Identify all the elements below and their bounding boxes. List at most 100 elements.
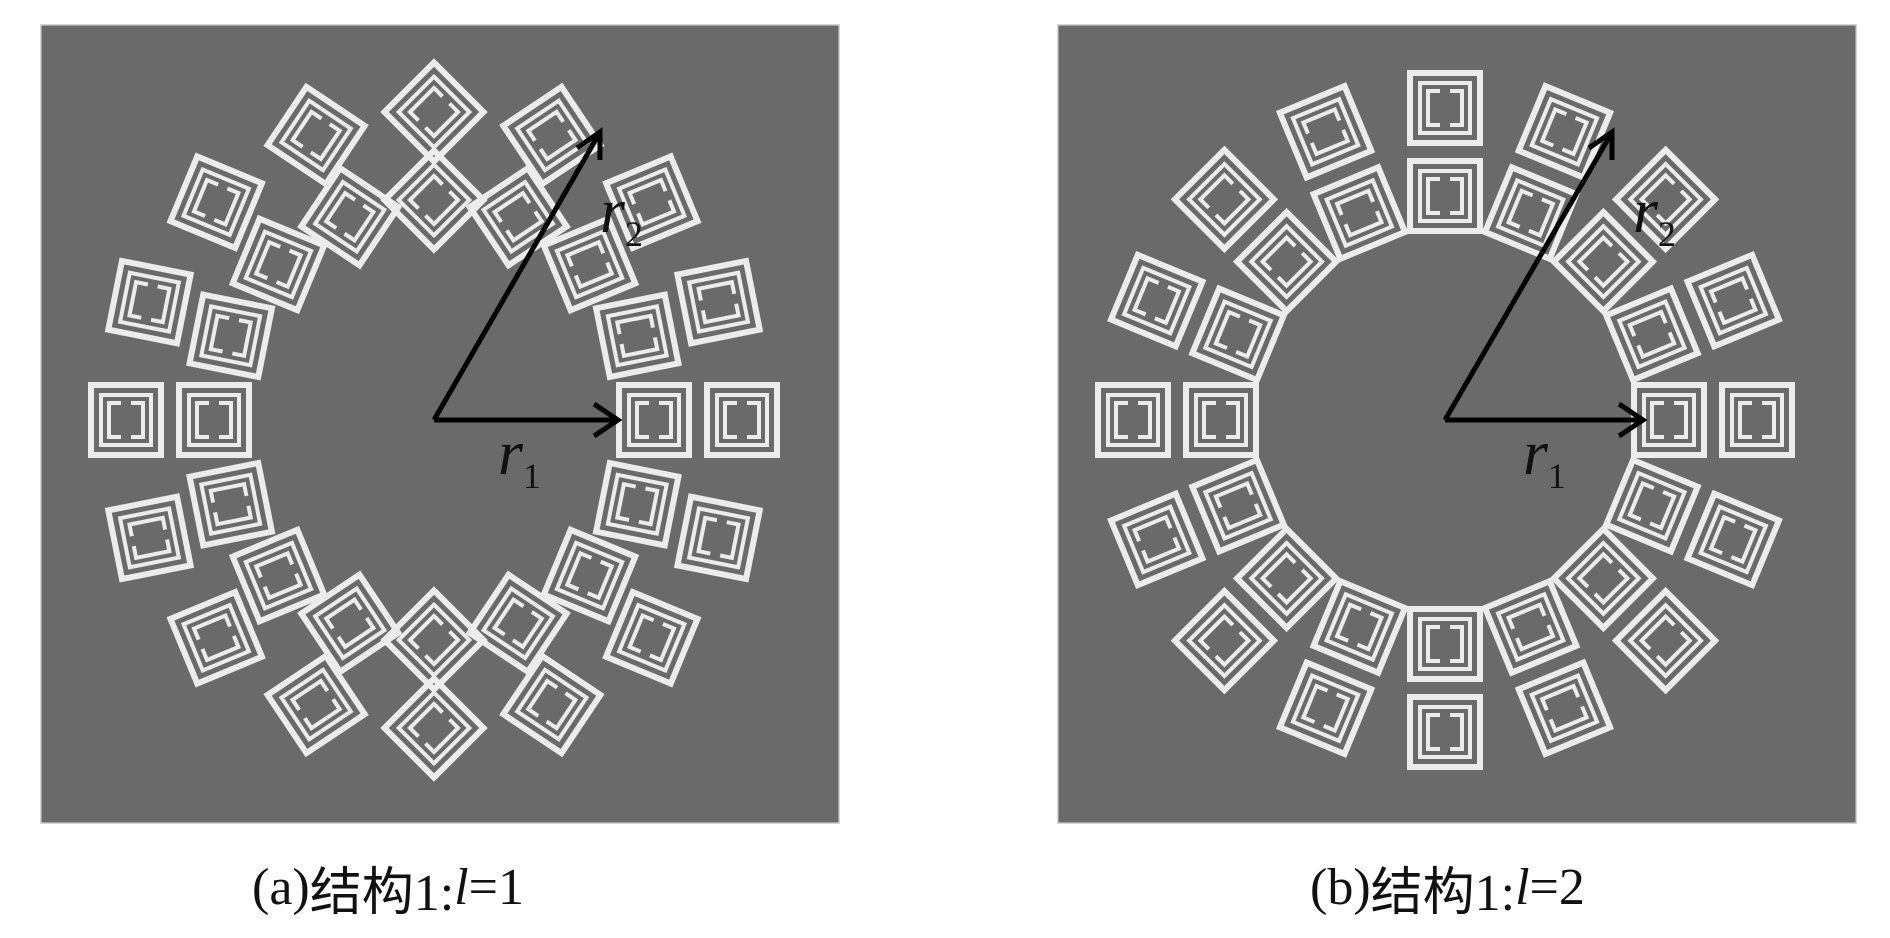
- unit-cell: [166, 152, 266, 252]
- outer-ring: [602, 152, 702, 252]
- inner-split-ring: [407, 613, 461, 667]
- inner-split-ring: [1131, 514, 1182, 565]
- inner-split-ring: [208, 481, 254, 527]
- unit-cell: [1481, 163, 1581, 263]
- middle-ring: [1418, 705, 1472, 759]
- inner-split-ring: [107, 401, 145, 439]
- inner-split-ring: [407, 173, 461, 227]
- inner-split-ring: [127, 279, 172, 325]
- outer-ring: [539, 525, 640, 626]
- unit-cell: [602, 152, 702, 252]
- unit-cell: [1275, 658, 1376, 758]
- inner-split-ring: [696, 279, 741, 325]
- middle-ring: [1106, 393, 1160, 447]
- middle-ring: [686, 506, 751, 570]
- unit-cell: [592, 459, 682, 549]
- middle-ring: [395, 601, 473, 679]
- middle-ring: [1565, 540, 1642, 617]
- unit-cell: [1183, 382, 1259, 458]
- inner-split-ring: [1426, 89, 1464, 127]
- outer-ring: [186, 291, 276, 381]
- unit-cell: [1719, 382, 1795, 458]
- unit-cell: [1407, 70, 1483, 146]
- inner-split-ring: [1202, 401, 1240, 439]
- inner-split-ring: [1638, 613, 1693, 668]
- unit-cell: [1549, 524, 1658, 633]
- metasurface-diagram-b: r1 r2: [1057, 24, 1857, 824]
- middle-ring: [554, 229, 625, 300]
- middle-ring: [1121, 265, 1193, 336]
- inner-split-ring: [1576, 551, 1631, 606]
- unit-cell: [1232, 207, 1341, 316]
- unit-cell: [673, 257, 764, 347]
- unit-cell: [1611, 145, 1720, 254]
- middle-ring: [1186, 602, 1263, 679]
- inner-split-ring: [1708, 514, 1759, 565]
- outer-ring: [673, 257, 764, 347]
- middle-ring: [1202, 299, 1274, 370]
- outer-ring: [1188, 284, 1288, 384]
- inner-split-ring: [1638, 172, 1693, 227]
- outer-ring: [1683, 250, 1783, 351]
- unit-cell: [1309, 577, 1409, 677]
- middle-ring: [278, 667, 354, 743]
- outer-ring: [1309, 577, 1409, 677]
- outer-ring: [1611, 145, 1720, 254]
- middle-ring: [1627, 602, 1704, 679]
- unit-cell: [1683, 489, 1783, 590]
- unit-cell: [228, 525, 329, 626]
- caption-a: (a) 结构1: l =1: [252, 852, 524, 922]
- middle-ring: [99, 393, 153, 447]
- middle-ring: [1730, 393, 1784, 447]
- unit-cell: [1232, 524, 1341, 633]
- middle-ring: [1616, 470, 1688, 541]
- outer-ring: [465, 570, 571, 676]
- inner-split-ring: [626, 612, 677, 663]
- outer-ring: [1107, 250, 1207, 351]
- vector-r2: [1442, 127, 1615, 422]
- middle-ring: [514, 667, 590, 743]
- inner-split-ring: [1197, 172, 1252, 227]
- middle-ring: [715, 393, 769, 447]
- outer-ring: [1107, 489, 1207, 590]
- caption-structure: 结构1:: [309, 864, 455, 922]
- outer-ring: [297, 164, 403, 270]
- outer-ring: [1481, 163, 1581, 263]
- inner-split-ring: [1259, 551, 1314, 606]
- middle-ring: [480, 179, 556, 255]
- outer-ring: [1549, 524, 1658, 633]
- unit-cell: [1683, 250, 1783, 351]
- inner-split-ring: [323, 190, 377, 244]
- unit-cell: [380, 674, 488, 782]
- outer-ring: [88, 382, 164, 458]
- inner-split-ring: [1650, 401, 1688, 439]
- middle-ring: [1121, 504, 1193, 575]
- middle-ring: [1529, 672, 1600, 744]
- inner-split-ring: [614, 481, 660, 527]
- caption-prefix: (b): [1310, 858, 1371, 916]
- panel-b: r1 r2: [1057, 24, 1857, 824]
- outer-ring: [166, 588, 266, 688]
- middle-ring: [312, 179, 388, 255]
- unit-cell: [297, 570, 403, 676]
- r2-label: r2: [1633, 175, 1676, 254]
- middle-ring: [180, 166, 252, 238]
- unit-cell: [186, 291, 276, 381]
- outer-ring: [104, 493, 195, 583]
- middle-ring: [278, 97, 354, 173]
- outer-ring: [228, 214, 329, 315]
- inner-split-ring: [635, 401, 673, 439]
- outer-ring: [176, 382, 252, 458]
- outer-ring: [499, 651, 605, 758]
- middle-ring: [117, 506, 182, 570]
- unit-cell: [592, 291, 682, 381]
- inner-split-ring: [525, 678, 579, 731]
- inner-split-ring: [1738, 401, 1776, 439]
- inner-split-ring: [1576, 234, 1631, 289]
- middle-ring: [1495, 591, 1566, 663]
- unit-cell: [228, 214, 329, 315]
- caption-b: (b) 结构1: l =2: [1310, 852, 1585, 922]
- inner-split-ring: [1300, 106, 1351, 157]
- outer-ring: [1602, 456, 1702, 556]
- middle-ring: [1194, 393, 1248, 447]
